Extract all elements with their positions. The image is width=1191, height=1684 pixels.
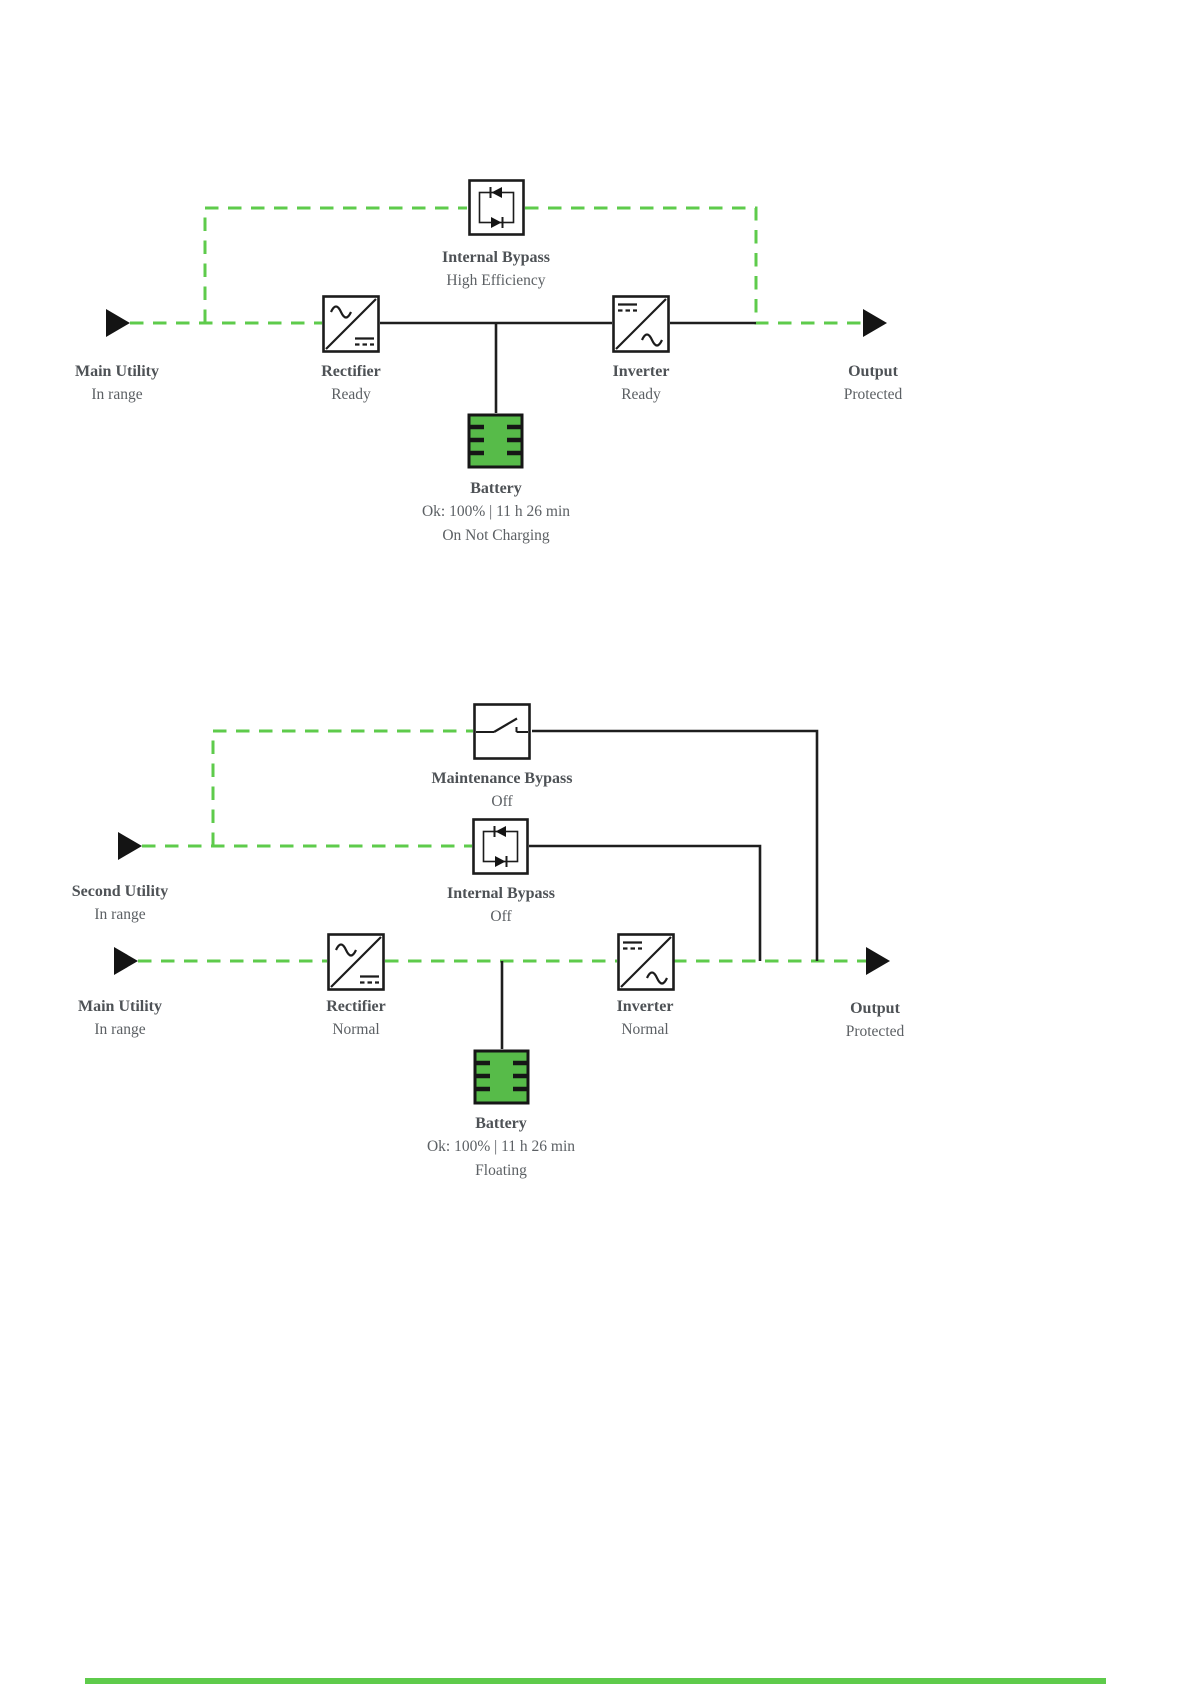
component-status: In range: [94, 906, 146, 923]
main-utility-arrow-icon: [114, 947, 138, 975]
component-name: Main Utility: [75, 363, 159, 380]
rectifier-icon: [327, 933, 385, 991]
second-utility-arrow-icon: [118, 832, 142, 860]
main-utility-label: Main Utility In range: [0, 995, 240, 1042]
battery-label: Battery Ok: 100% | 11 h 26 min Floating: [381, 1112, 621, 1183]
internal-bypass-icon: [472, 818, 529, 875]
output-arrow-icon: [863, 309, 887, 337]
second-utility-label: Second Utility In range: [0, 880, 240, 927]
inverter-label: Inverter Normal: [525, 995, 765, 1042]
component-name: Maintenance Bypass: [431, 770, 573, 787]
component-name: Inverter: [612, 363, 670, 380]
rectifier-label: Rectifier Ready: [231, 360, 471, 407]
output-arrow-icon: [866, 947, 890, 975]
component-status: Normal: [332, 1021, 380, 1038]
battery-mode: On Not Charging: [442, 527, 550, 544]
maintenance-bypass-icon: [473, 703, 531, 760]
internal-bypass-label: Internal Bypass Off: [381, 882, 621, 929]
component-status: Normal: [621, 1021, 669, 1038]
standby-wires: [380, 321, 819, 1049]
component-status: In range: [91, 386, 143, 403]
main-utility-label: Main Utility In range: [0, 360, 237, 407]
inverter-label: Inverter Ready: [521, 360, 761, 407]
battery-charge-status: Ok: 100% | 11 h 26 min: [426, 1138, 576, 1155]
component-status: Ready: [331, 386, 371, 403]
component-name: Battery: [475, 1115, 527, 1132]
maintenance-bypass-label: Maintenance Bypass Off: [382, 767, 622, 814]
d2-bypass-out-wire: [529, 844, 762, 961]
component-name: Second Utility: [71, 883, 169, 900]
component-name: Output: [848, 363, 898, 380]
d2-maintenance-in-line: [211, 729, 473, 846]
battery-charge-status: Ok: 100% | 11 h 26 min: [421, 503, 571, 520]
component-status: In range: [94, 1021, 146, 1038]
component-status: Off: [490, 908, 512, 925]
output-label: Output Protected: [753, 360, 993, 407]
component-name: Inverter: [616, 998, 674, 1015]
component-name: Internal Bypass: [446, 885, 556, 902]
d2-maintenance-out-wire: [532, 729, 819, 961]
output-label: Output Protected: [755, 997, 995, 1044]
page-footer-accent-bar: [85, 1678, 1106, 1684]
component-name: Output: [850, 1000, 900, 1017]
component-name: Main Utility: [78, 998, 162, 1015]
inverter-icon: [617, 933, 675, 991]
internal-bypass-label: Internal Bypass High Efficiency: [376, 246, 616, 293]
component-status: Protected: [843, 386, 903, 403]
battery-mode: Floating: [475, 1162, 527, 1179]
component-status: Ready: [621, 386, 661, 403]
d1-bypass-riser-left: [203, 206, 467, 323]
component-name: Rectifier: [326, 998, 386, 1015]
component-name: Internal Bypass: [441, 249, 551, 266]
component-status: Off: [491, 793, 513, 810]
component-name: Battery: [470, 480, 522, 497]
battery-icon: [467, 413, 524, 469]
battery-icon: [473, 1049, 530, 1105]
rectifier-label: Rectifier Normal: [236, 995, 476, 1042]
component-status: Protected: [845, 1023, 905, 1040]
inverter-icon: [612, 295, 670, 353]
flow-arrows: [106, 309, 890, 975]
d1-bypass-right-and-out: [525, 206, 863, 325]
component-status: High Efficiency: [446, 272, 546, 289]
battery-label: Battery Ok: 100% | 11 h 26 min On Not Ch…: [376, 477, 616, 548]
rectifier-icon: [322, 295, 380, 353]
internal-bypass-icon: [468, 179, 525, 236]
main-utility-arrow-icon: [106, 309, 130, 337]
component-name: Rectifier: [321, 363, 381, 380]
